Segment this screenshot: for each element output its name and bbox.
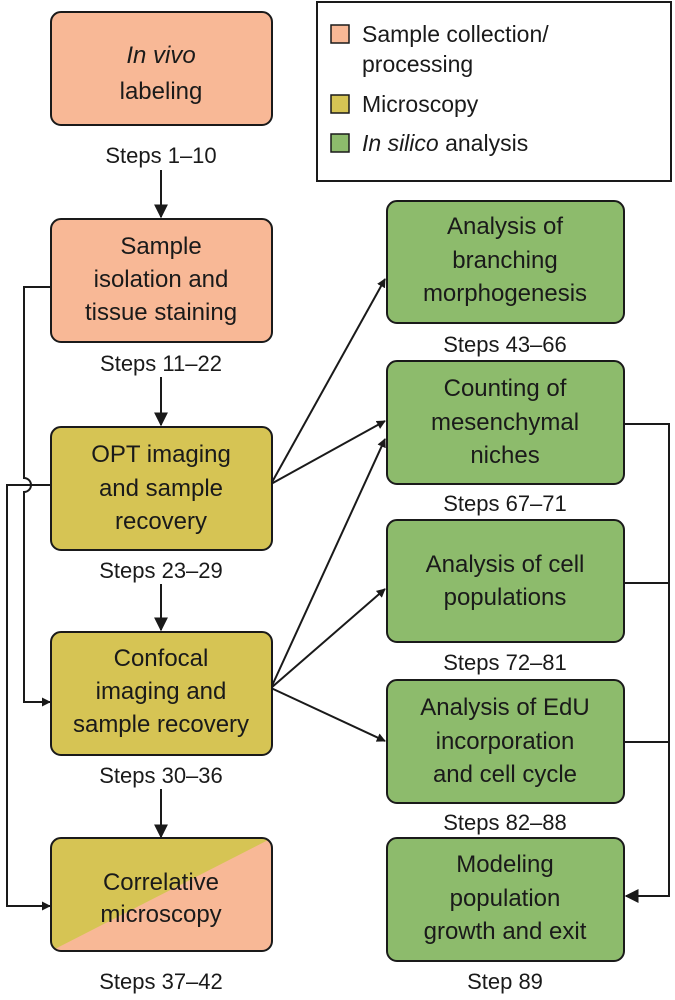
box-label: sample recovery [73, 711, 249, 738]
legend-label-silico: In silico analysis [362, 130, 528, 156]
box-label: populations [444, 584, 567, 611]
box-label: and sample [99, 475, 223, 502]
box-in-vivo-labeling: In vivo labeling [50, 11, 273, 126]
box-branching-morphogenesis: Analysis of branching morphogenesis [386, 200, 625, 324]
box-label: In vivo [126, 42, 195, 69]
box-label: Counting of [444, 375, 567, 402]
steps-label: Steps 67–71 [443, 491, 567, 516]
steps-label: Steps 1–10 [105, 143, 216, 168]
legend-label-sample-2: processing [362, 51, 473, 77]
box-cell-populations: Analysis of cell populations [386, 519, 625, 643]
box-opt-imaging: OPT imaging and sample recovery [50, 426, 273, 551]
box-label: Analysis of EdU [420, 694, 589, 721]
box-label: labeling [120, 78, 203, 105]
steps-label: Steps 43–66 [443, 332, 567, 357]
box-confocal-imaging: Confocal imaging and sample recovery [50, 631, 273, 756]
box-modeling-population: Modeling population growth and exit [386, 837, 625, 962]
box-label: growth and exit [424, 918, 587, 945]
box-sample-isolation: Sample isolation and tissue staining [50, 218, 273, 343]
box-edu-incorporation: Analysis of EdU incorporation and cell c… [386, 679, 625, 804]
box-label: population [450, 885, 561, 912]
box-label: Sample [120, 233, 201, 260]
legend-swatch-sample [330, 24, 350, 44]
steps-label: Steps 30–36 [99, 763, 223, 788]
box-label: niches [470, 442, 539, 469]
steps-label: Steps 82–88 [443, 810, 567, 835]
box-label: recovery [115, 508, 207, 535]
box-label: Analysis of cell [426, 551, 585, 578]
connectors [6, 170, 670, 911]
box-label: morphogenesis [423, 280, 587, 307]
legend-frame [316, 1, 672, 182]
steps-label: Steps 23–29 [99, 558, 223, 583]
steps-label: Steps 37–42 [99, 969, 223, 994]
steps-label: Steps 72–81 [443, 650, 567, 675]
box-label: isolation and [94, 266, 229, 293]
box-label: incorporation [436, 728, 575, 755]
box-label: branching [452, 247, 557, 274]
box-label: Modeling [456, 851, 553, 878]
steps-label: Step 89 [467, 969, 543, 994]
box-label: imaging and [96, 678, 227, 705]
legend-swatch-silico [330, 133, 350, 153]
box-mesenchymal-niches: Counting of mesenchymal niches [386, 360, 625, 485]
legend-label-sample-1: Sample collection/ [362, 21, 549, 47]
steps-label: Steps 11–22 [100, 351, 222, 376]
legend-swatch-microscopy [330, 94, 350, 114]
box-label: Analysis of [447, 213, 563, 240]
box-label: and cell cycle [433, 761, 577, 788]
legend-label-microscopy: Microscopy [362, 91, 479, 117]
box-label: Correlative [103, 869, 219, 896]
box-label: tissue staining [85, 299, 237, 326]
box-label: Confocal [114, 645, 209, 672]
legend: Sample collection/ processing Microscopy… [316, 1, 672, 182]
box-correlative-microscopy: Correlative microscopy [50, 837, 273, 952]
box-label: mesenchymal [431, 409, 579, 436]
box-label: microscopy [100, 901, 221, 928]
box-label: OPT imaging [91, 441, 231, 468]
